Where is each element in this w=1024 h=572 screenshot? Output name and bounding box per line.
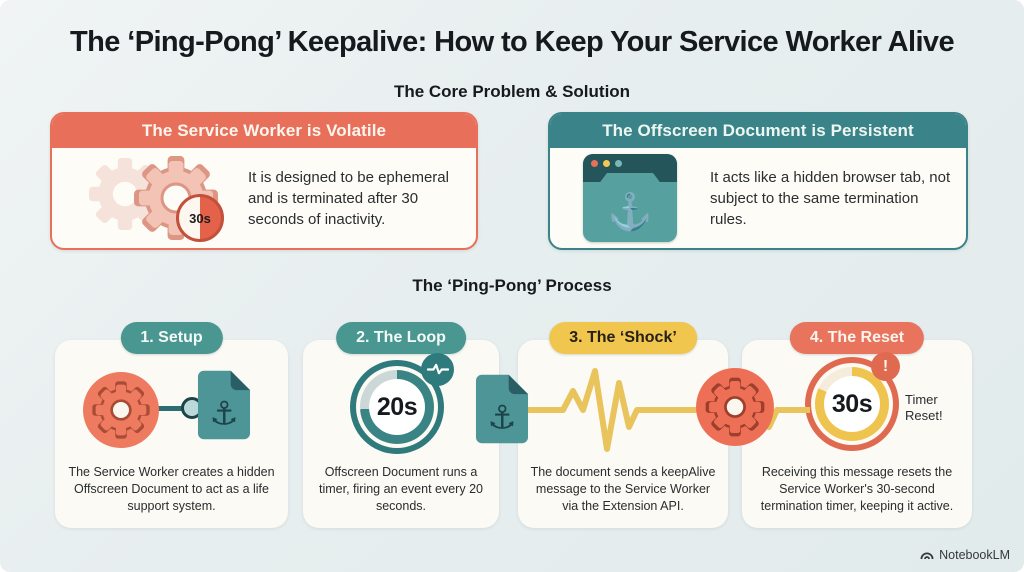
notebooklm-logo-icon: [920, 552, 934, 560]
step-pill-loop: 2. The Loop: [336, 322, 466, 354]
step-description-shock: The document sends a keepAlive message t…: [530, 465, 716, 514]
gears-stopwatch-icon: 30s: [52, 148, 248, 248]
timer-reset-note: Timer Reset!: [905, 392, 943, 424]
step-description-setup: The Service Worker creates a hidden Offs…: [68, 465, 275, 514]
document-anchor-icon: [475, 374, 529, 444]
step-pill-setup: 1. Setup: [120, 322, 223, 354]
offscreen-document-card-text: It acts like a hidden browser tab, not s…: [710, 168, 951, 228]
page-title: The ‘Ping-Pong’ Keepalive: How to Keep Y…: [70, 26, 955, 58]
watermark-label: NotebookLM: [939, 548, 1010, 562]
section-heading-process: The ‘Ping-Pong’ Process: [412, 276, 612, 295]
alert-badge-icon: !: [871, 352, 900, 381]
folder-tab: [583, 173, 677, 182]
step-description-loop: Offscreen Document runs a timer, firing …: [319, 465, 483, 514]
window-dot-teal: [615, 160, 622, 167]
offscreen-document-card: The Offscreen Document is Persistent ⚓ I…: [548, 112, 968, 250]
offscreen-document-card-title: The Offscreen Document is Persistent: [550, 114, 966, 148]
step-description-reset: Receiving this message resets the Servic…: [760, 465, 954, 514]
watermark: NotebookLM: [919, 548, 1010, 562]
section-heading-problem-solution: The Core Problem & Solution: [393, 82, 631, 101]
browser-titlebar: [583, 154, 677, 173]
step-pill-reset: 4. The Reset: [789, 322, 925, 354]
pulse-badge-icon: [421, 353, 454, 386]
connector-line: [156, 406, 196, 411]
window-dot-red: [591, 160, 598, 167]
step-pill-shock: 3. The ‘Shock’: [549, 322, 697, 354]
gear-circle-icon: [83, 372, 159, 448]
ring-timer-30s: 30s: [805, 357, 899, 451]
window-dot-yellow: [603, 160, 610, 167]
step-card-loop: 2. The Loop 20s Offscreen Document runs …: [303, 322, 499, 528]
timer-30s-label: 30s: [824, 376, 880, 432]
service-worker-card: The Service Worker is Volatile: [50, 112, 478, 250]
timer-20s-label: 20s: [369, 379, 425, 435]
stopwatch-30s-icon: 30s: [176, 194, 224, 242]
gear-circle-icon: [696, 368, 774, 446]
process-row: 1. Setup The Service Worker creates a hi…: [0, 322, 1024, 542]
anchor-icon: ⚓: [607, 191, 653, 232]
service-worker-card-text: It is designed to be ephemeral and is te…: [248, 168, 449, 228]
problem-solution-row: The Service Worker is Volatile: [50, 112, 968, 250]
step-card-setup: 1. Setup The Service Worker creates a hi…: [55, 322, 288, 528]
step-card-shock: 3. The ‘Shock’ The document sends a keep…: [518, 322, 728, 528]
document-anchor-icon: [197, 370, 251, 440]
step-card-reset: 4. The Reset 30s ! Timer Reset! Receivin…: [742, 322, 972, 528]
service-worker-card-title: The Service Worker is Volatile: [52, 114, 476, 148]
browser-anchor-icon: ⚓: [583, 154, 677, 242]
